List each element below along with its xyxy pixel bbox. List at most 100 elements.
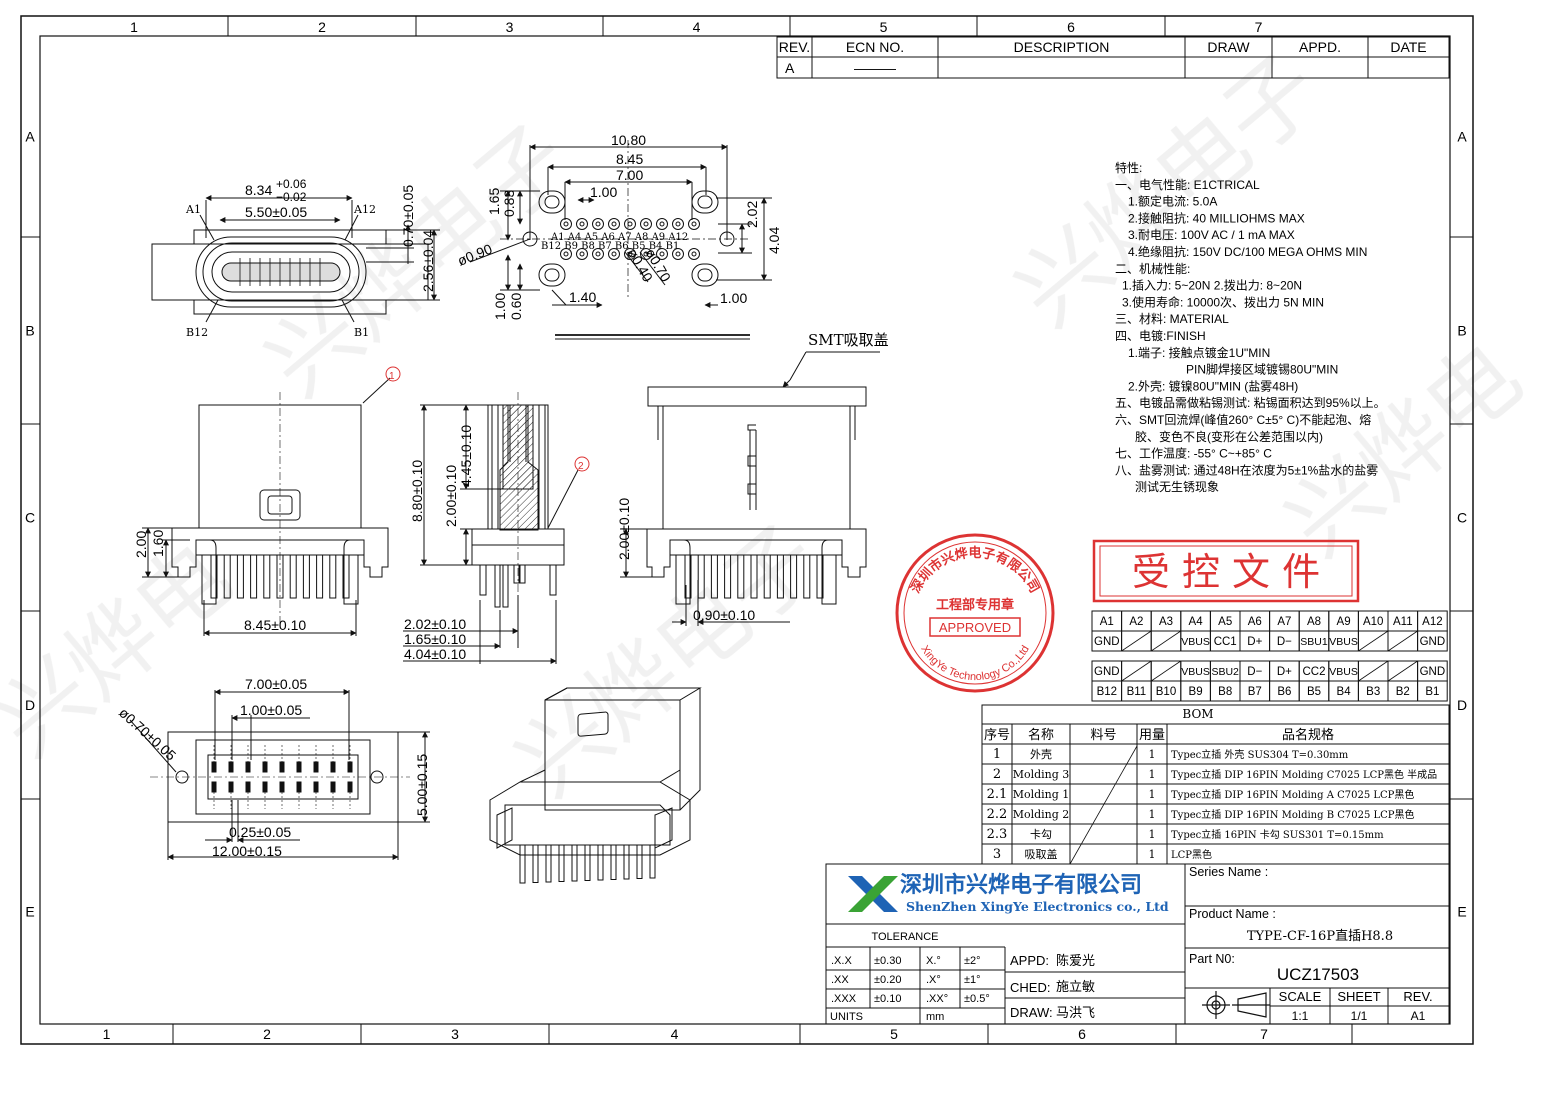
pin-id: A6 xyxy=(1248,616,1262,628)
svg-text:10.80: 10.80 xyxy=(611,132,646,148)
footprint-pad-hole xyxy=(675,221,681,227)
bottom-pin xyxy=(228,761,234,773)
pin-lead xyxy=(724,554,732,599)
pin-lead xyxy=(263,554,271,599)
bottom-pin xyxy=(279,761,285,773)
draw-value: 马洪飞 xyxy=(1056,1006,1095,1021)
iso-pin xyxy=(545,844,552,883)
tolerance-cell: ±0.5° xyxy=(964,993,990,1005)
footprint-pad-hole xyxy=(691,221,697,227)
bom-cell: Typec立插 DIP 16PIN Molding C7025 LCP黑色 半成… xyxy=(1171,768,1437,781)
pin-id: A7 xyxy=(1277,616,1291,628)
revision-table xyxy=(776,36,1450,79)
footprint-pad xyxy=(592,248,604,260)
grid-col-label-top: 7 xyxy=(1255,19,1263,35)
footprint-pad-hole xyxy=(595,221,601,227)
footprint-pad-hole xyxy=(659,221,665,227)
tolerance-cell: .XX° xyxy=(926,993,948,1005)
bottom-pin xyxy=(211,761,217,773)
bom-header: 料号 xyxy=(1090,728,1116,743)
tolerance-cell: ±0.10 xyxy=(874,993,901,1005)
pin-empty-slash xyxy=(1387,630,1418,652)
pin-signal: D+ xyxy=(1247,636,1262,648)
company-seal: 深圳市兴烨电子有限公司 XingYe Technology Co.,Ltd 工程… xyxy=(895,533,1055,693)
hook-lead xyxy=(821,539,843,605)
pin-id: A1 xyxy=(1100,616,1114,628)
bom-cell: 1 xyxy=(1149,848,1156,861)
pin-lead xyxy=(302,554,310,599)
grid-row-label-left: B xyxy=(25,323,34,339)
front-view xyxy=(151,195,440,323)
footprint-pad xyxy=(560,218,572,230)
pin-lead xyxy=(697,554,705,599)
units-value: mm xyxy=(926,1011,944,1023)
bottom-pin xyxy=(313,781,319,793)
svg-text:5.00±0.15: 5.00±0.15 xyxy=(414,754,430,816)
pin-empty-slash xyxy=(1387,660,1418,682)
svg-text:兴烨电: 兴烨电 xyxy=(0,525,250,775)
svg-text:工程部专用章: 工程部专用章 xyxy=(936,597,1014,612)
tolerance-cell: .X° xyxy=(926,974,941,986)
grid-col-label-top: 3 xyxy=(506,19,514,35)
svg-text:2.56±0.04: 2.56±0.04 xyxy=(420,230,436,292)
svg-text:4.04±0.10: 4.04±0.10 xyxy=(404,646,466,662)
bom-cell: 2 xyxy=(993,767,1001,782)
footprint-pad xyxy=(576,248,588,260)
pin-signal: SBU1 xyxy=(1300,636,1328,648)
bom-title: BOM xyxy=(1182,707,1213,721)
revision-header: APPD. xyxy=(1299,39,1341,55)
grid-row-label-left: A xyxy=(25,129,35,145)
spec-line: 3.耐电压: 100V AC / 1 mA MAX xyxy=(1128,228,1295,242)
spec-line: 2.接触阻抗: 40 MILLIOHMS MAX xyxy=(1128,210,1305,225)
pin-id: B6 xyxy=(1277,686,1291,698)
spec-line: 1.额定电流: 5.0A xyxy=(1128,194,1217,209)
bom-cell: Typec立插 DIP 16PIN Molding A C7025 LCP黑色 xyxy=(1171,788,1414,801)
svg-text:0.83: 0.83 xyxy=(501,190,517,217)
controlled-document-stamp: 受 控 文 件 xyxy=(1092,539,1360,603)
spec-line: 一、电气性能: E1CTRICAL xyxy=(1115,177,1260,192)
bom-header: 序号 xyxy=(984,728,1010,743)
bottom-pin xyxy=(330,781,336,793)
pin-signal: GND xyxy=(1420,666,1446,678)
svg-text:2.02: 2.02 xyxy=(744,201,760,228)
svg-text:1.00: 1.00 xyxy=(720,290,747,306)
revision-cell: ——— xyxy=(854,60,896,76)
footprint-pad xyxy=(640,218,652,230)
tolerance-cell: .X.X xyxy=(831,955,852,967)
iso-pin xyxy=(649,844,656,879)
footprint-pad-hole xyxy=(627,221,633,227)
svg-text:8.45: 8.45 xyxy=(616,151,643,167)
pin-lead xyxy=(316,554,324,599)
pin-lead xyxy=(236,554,244,599)
iso-pin xyxy=(532,844,539,883)
pin-signal: SBU2 xyxy=(1211,666,1239,678)
svg-text:0.25±0.05: 0.25±0.05 xyxy=(229,824,291,840)
pin-signal: GND xyxy=(1094,636,1120,648)
bom-cell: LCP黑色 xyxy=(1171,848,1212,861)
bom-cell: 2.3 xyxy=(987,827,1008,842)
bom-cell: Molding 3 xyxy=(1013,768,1070,781)
scale-value: 1:1 xyxy=(1292,1009,1309,1023)
pin-empty-slash xyxy=(1121,630,1152,652)
pin-id: B1 xyxy=(1425,686,1439,698)
pin-id: B10 xyxy=(1156,686,1176,698)
grid-row-label-right: A xyxy=(1457,129,1467,145)
grid-marks xyxy=(21,16,1473,1044)
footprint-pad xyxy=(608,248,620,260)
footprint-pad xyxy=(592,218,604,230)
bom-cell: Typec立插 16PIN 卡勾 SUS301 T=0.15mm xyxy=(1171,828,1384,841)
bom-cell: 卡勾 xyxy=(1030,828,1052,841)
grid-col-label-bottom: 4 xyxy=(671,1026,679,1042)
pin-lead xyxy=(816,554,824,599)
front-view-labels: 8.34 +0.06 −0.02 5.50±0.05 A1 A12 B12 B1… xyxy=(185,177,436,339)
product-label: Product Name : xyxy=(1189,907,1276,921)
bottom-pin xyxy=(228,781,234,793)
bom-cell: Typec立插 外壳 SUS304 T=0.30mm xyxy=(1171,748,1349,761)
footprint-pad-hole xyxy=(627,251,633,257)
bottom-pin xyxy=(262,781,268,793)
part-value: UCZ17503 xyxy=(1277,965,1359,984)
bom-cell: 1 xyxy=(1149,788,1156,801)
pin-id: A3 xyxy=(1159,616,1173,628)
bottom-pin xyxy=(245,781,251,793)
